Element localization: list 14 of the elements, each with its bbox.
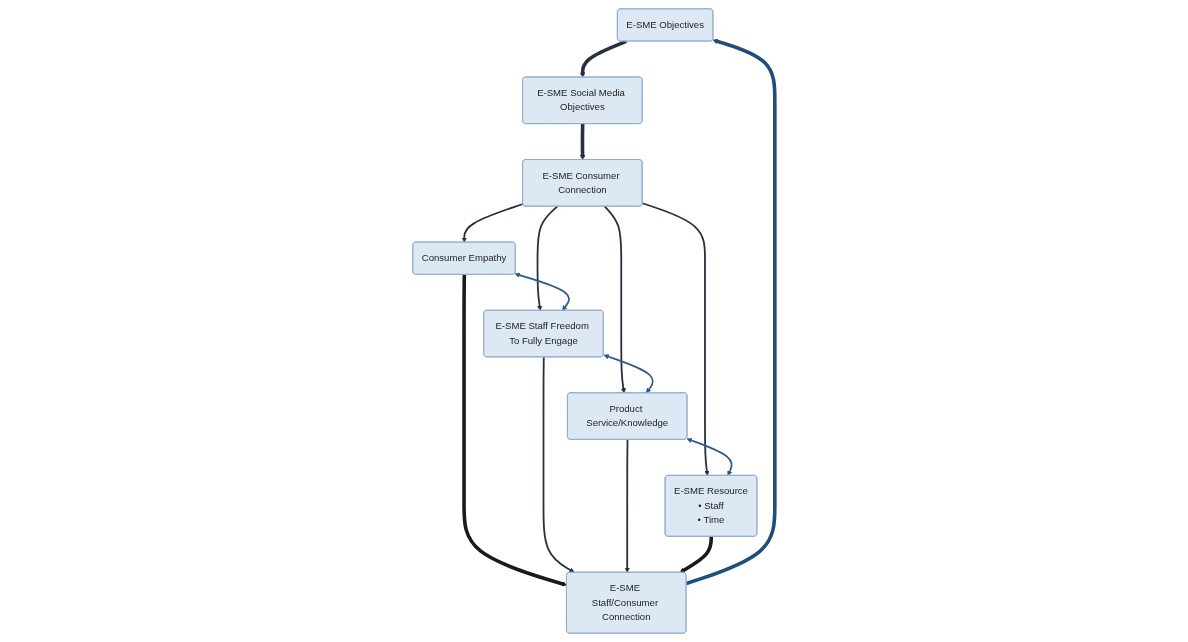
arrow [686,38,777,586]
arrow [461,203,524,243]
arrow [686,437,733,476]
arrow [580,123,586,161]
arrow [542,356,575,573]
arrow [603,205,627,394]
arrow [536,205,559,311]
arrow [603,354,654,394]
arrow [514,272,570,311]
arrow [580,39,628,78]
arrow [462,274,568,587]
arrow [624,438,630,573]
arrow [679,536,714,573]
arrow [641,202,710,476]
